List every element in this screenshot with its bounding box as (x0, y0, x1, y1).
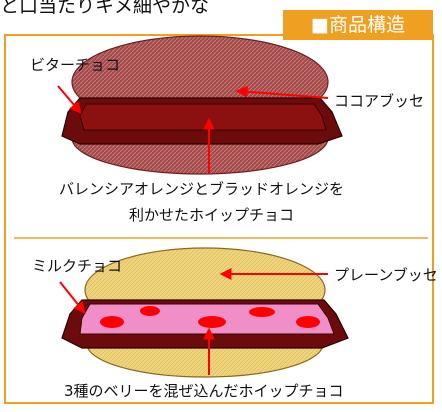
bottom-arrow-coating (59, 281, 86, 314)
bottom-macaron (61, 247, 349, 378)
berry-piece (249, 307, 275, 317)
berry-piece (140, 306, 160, 316)
berry-piece (100, 316, 124, 328)
top-arrow-shell (235, 85, 329, 99)
orange-filling-label-line2: 利かせたホイップチョコ (129, 206, 295, 224)
milk-choco-label: ミルクチョコ (32, 257, 123, 275)
top-arrow-coating (57, 85, 82, 114)
berry-piece (296, 316, 320, 328)
berry-filling-label: 3種のベリーを混ぜ込んだホイップチョコ (64, 382, 344, 400)
bitter-choco-label: ビターチョコ (30, 56, 121, 74)
top-caption: と口当たりキメ細やかな (0, 0, 210, 17)
cocoa-shell-label: ココアブッセ (334, 92, 425, 110)
diagram-frame (4, 34, 434, 404)
top-macaron (61, 35, 343, 175)
berry-piece (198, 316, 226, 328)
plain-shell-label: プレーンブッセ (334, 266, 438, 284)
top-choco-cream-layer (79, 103, 327, 131)
section-tag: ■商品構造 (283, 10, 433, 40)
orange-filling-label-line1: バレンシアオレンジとブラッドオレンジを (59, 180, 345, 198)
